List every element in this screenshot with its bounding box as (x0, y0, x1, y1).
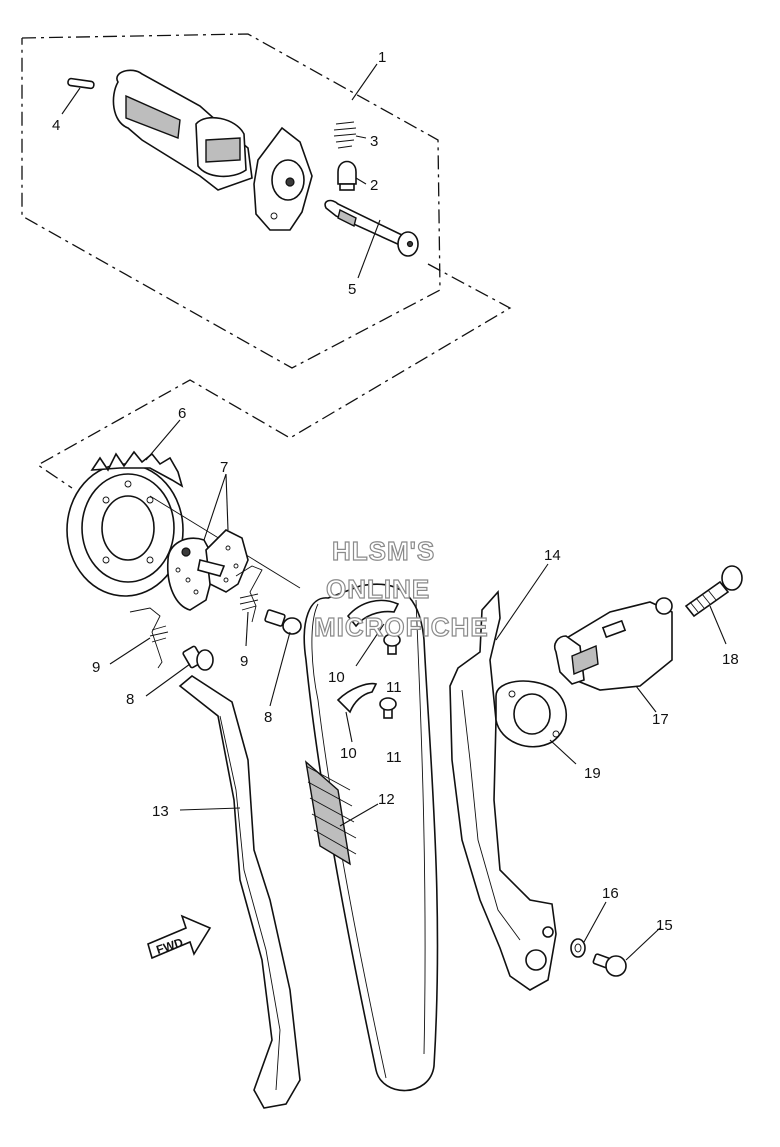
callout-9-left: 9 (92, 659, 100, 676)
callout-7: 7 (220, 459, 228, 476)
callout-3: 3 (370, 133, 378, 150)
callout-11-upper: 11 (386, 679, 402, 696)
callout-15: 15 (656, 917, 673, 934)
spring-9-right (235, 565, 263, 623)
leader-lines (61, 63, 727, 961)
bolt-15 (592, 953, 627, 977)
callout-11-lower: 11 (386, 749, 402, 766)
callout-14: 14 (544, 547, 561, 564)
decompression-shaft-5 (324, 199, 419, 257)
callout-16: 16 (602, 885, 619, 902)
pin-4 (67, 77, 95, 90)
fwd-direction-arrow: FWD (147, 914, 212, 960)
callout-2: 2 (370, 177, 378, 194)
chain-guide-10-upper (346, 599, 400, 628)
fwd-label: FWD (155, 935, 186, 957)
plunger-2 (337, 160, 357, 191)
bolt-8-left (182, 645, 214, 671)
gasket-19 (495, 680, 567, 748)
watermark-line-2: ONLINE (326, 574, 430, 604)
washer-16 (570, 938, 586, 958)
callout-5: 5 (348, 281, 356, 298)
timing-chain-12 (303, 583, 439, 1092)
bolt-8-right (264, 609, 302, 635)
callout-6: 6 (178, 405, 186, 422)
camshaft (112, 69, 313, 231)
camshaft-assembly-boundary (21, 33, 512, 489)
watermark-line-3: MICROFICHE (314, 612, 489, 642)
callout-19: 19 (584, 765, 601, 782)
tensioner-guide-14 (449, 590, 557, 991)
watermark-line-1: HLSM'S (332, 536, 435, 566)
bolt-11-upper (383, 633, 401, 655)
bolt-11-lower (379, 697, 397, 719)
callout-9-right: 9 (240, 653, 248, 670)
callout-8-right: 8 (264, 709, 272, 726)
callout-18: 18 (722, 651, 739, 668)
spring-3 (333, 121, 357, 149)
callout-labels: 1 2 3 4 5 6 7 8 8 9 9 10 10 11 11 12 13 … (52, 49, 739, 934)
callout-8-left: 8 (126, 691, 134, 708)
callout-13: 13 (152, 803, 169, 820)
callout-1: 1 (378, 49, 386, 66)
callout-10-upper: 10 (328, 669, 345, 686)
spring-9-left (129, 607, 169, 669)
callout-12: 12 (378, 791, 395, 808)
chain-guide-10-lower (336, 682, 378, 714)
callout-17: 17 (652, 711, 669, 728)
decompressor-plates-7 (166, 529, 249, 611)
bolt-18 (684, 565, 743, 618)
callout-10-lower: 10 (340, 745, 357, 762)
chain-tensioner-17 (553, 597, 673, 691)
watermark: HLSM'S ONLINE MICROFICHE (313, 535, 489, 642)
chain-guide-13 (178, 675, 301, 1109)
cam-sprocket-6 (66, 450, 184, 597)
callout-4: 4 (52, 117, 60, 134)
